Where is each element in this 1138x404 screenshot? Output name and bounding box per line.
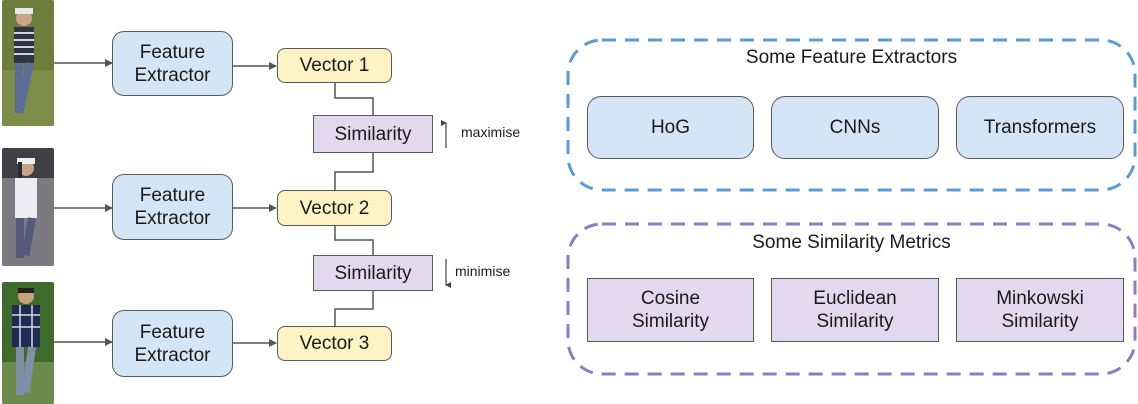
metric-euclidean: Euclidean Similarity xyxy=(771,278,939,342)
similarity-box-2: Similarity xyxy=(313,255,433,291)
wire-vector2-similarity2 xyxy=(334,226,374,255)
extractor-cnns: CNNs xyxy=(771,96,939,159)
feature-extractor-2: Feature Extractor xyxy=(112,174,233,240)
minimise-label: minimise xyxy=(455,263,511,279)
wire-similarity2-vector3 xyxy=(334,291,374,326)
metrics-panel-title: Some Similarity Metrics xyxy=(752,232,951,253)
similarity-box-1: Similarity xyxy=(313,115,433,153)
wire-vector1-similarity1 xyxy=(334,83,374,115)
extractor-hog: HoG xyxy=(587,96,754,159)
pedestrian-image-1 xyxy=(2,0,54,126)
maximise-label: maximise xyxy=(461,124,521,140)
pedestrian-image-2 xyxy=(2,148,54,266)
metric-cosine: Cosine Similarity xyxy=(587,278,754,342)
metric-minkowski: Minkowski Similarity xyxy=(956,278,1124,342)
pedestrian-image-3 xyxy=(2,282,54,404)
vector-2: Vector 2 xyxy=(277,190,392,226)
feature-extractor-3: Feature Extractor xyxy=(112,310,233,377)
vector-3: Vector 3 xyxy=(277,326,392,361)
wire-similarity1-vector2 xyxy=(334,153,374,190)
feature-extractor-1: Feature Extractor xyxy=(112,31,233,96)
vector-1: Vector 1 xyxy=(277,48,392,83)
extractors-panel-title: Some Feature Extractors xyxy=(745,47,958,68)
extractor-transformers: Transformers xyxy=(956,96,1124,159)
